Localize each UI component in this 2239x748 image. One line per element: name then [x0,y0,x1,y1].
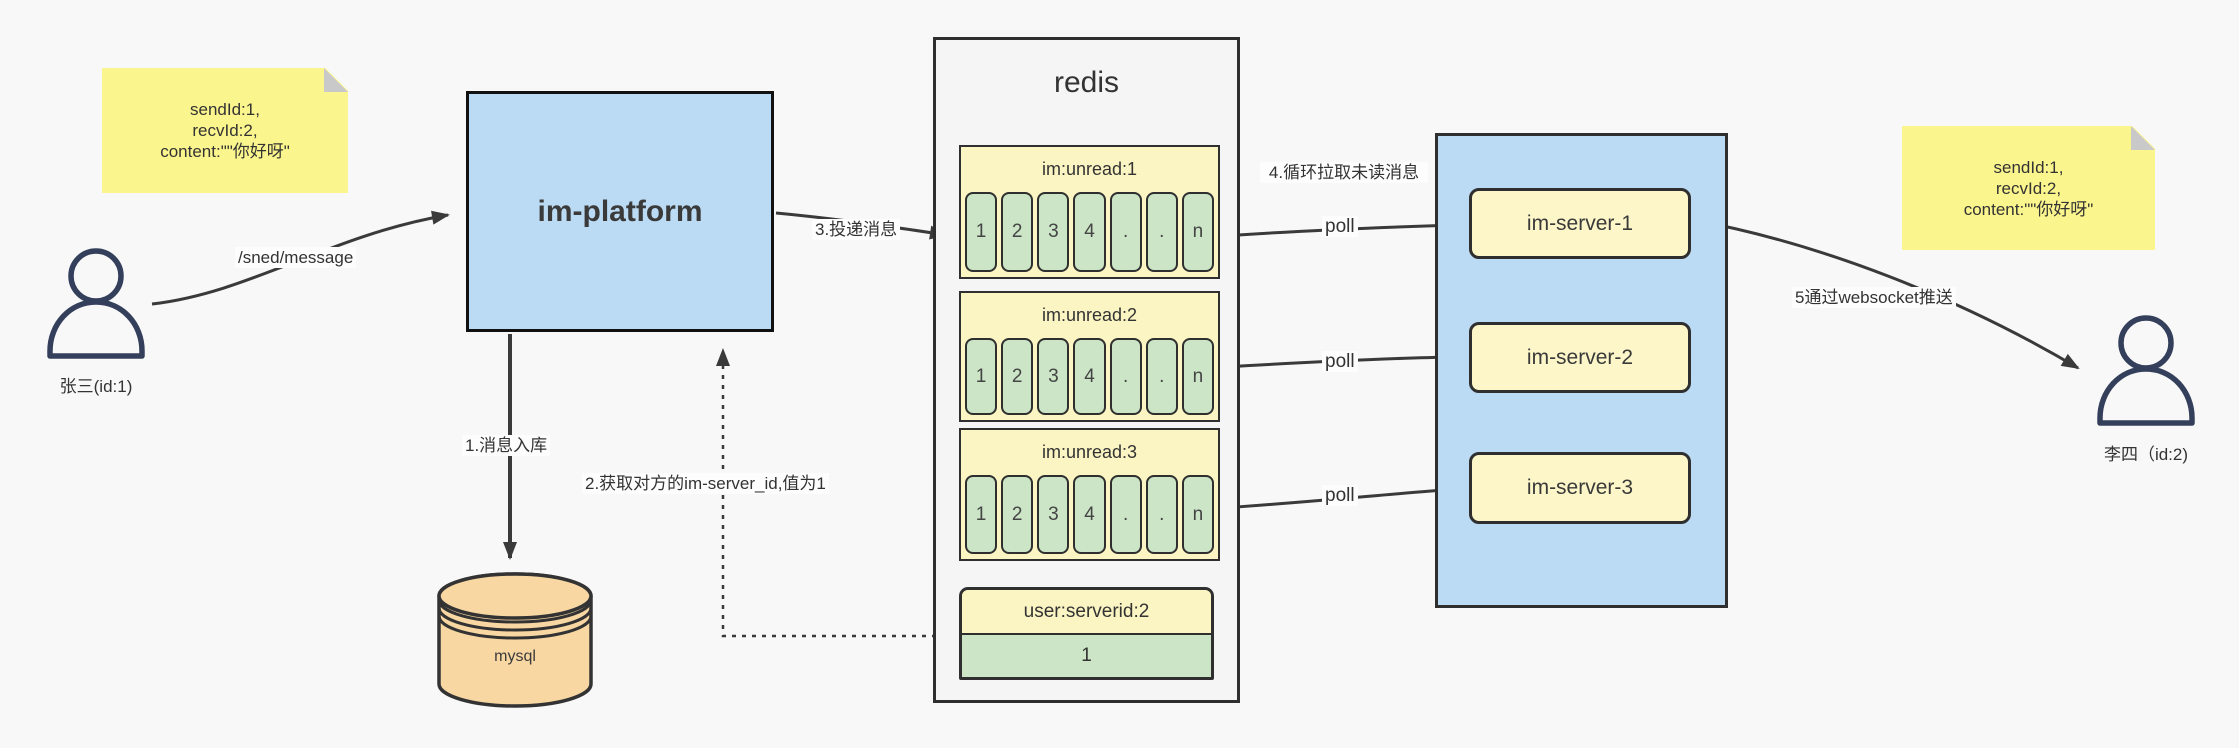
queue-cell: 2 [1001,338,1034,415]
note-line: recvId:2, [1995,178,2062,198]
redis-title: redis [1053,66,1120,99]
note-line: sendId:1, [1993,157,2064,177]
unread-queue-2: im:unread:2 1 2 3 4 . . n [959,291,1220,422]
step5-label: 5通过websocket推送 [1792,287,1956,308]
queue-title: im:unread:3 [1041,441,1138,462]
step2-label: 2.获取对方的im-server_id,值为1 [582,473,829,494]
queue-cell: 1 [965,475,998,554]
queue-cell: n [1181,338,1214,415]
queue-title: im:unread:1 [1041,158,1138,179]
user-serverid-value: 1 [1081,645,1092,666]
queue-cell: 1 [965,338,998,415]
unread-queue-3: im:unread:3 1 2 3 4 . . n [959,428,1220,561]
queue-cell: 4 [1073,192,1106,272]
note-fold-icon [324,68,348,92]
receiver-user-icon [2097,315,2195,426]
mysql-label: mysql [494,648,536,665]
im-platform-box: im-platform [466,91,774,332]
note-line: content:""你好呀" [1963,199,2094,219]
im-platform-label: im-platform [537,194,703,228]
queue-cell: 2 [1001,475,1034,554]
send-api-label: /sned/message [235,247,357,268]
step1-label: 1.消息入库 [462,435,551,456]
queue-cell: . [1109,475,1142,554]
queue-cell: 4 [1073,338,1106,415]
queue-cell: . [1145,475,1178,554]
queue-cell: 2 [1001,192,1034,272]
im-server-1-label: im-server-1 [1526,211,1634,235]
note-line: sendId:1, [190,100,260,119]
queue-cell: 4 [1073,475,1106,554]
mysql-database-icon [437,572,593,708]
queue-cell: . [1109,338,1142,415]
im-server-3-box: im-server-3 [1469,452,1691,524]
queue-title: im:unread:2 [1041,304,1138,325]
queue-cell: 3 [1037,475,1070,554]
poll-label-2: poll [1322,351,1358,372]
poll-label-1: poll [1322,216,1358,237]
queue-cell: 1 [965,192,998,272]
im-server-2-label: im-server-2 [1526,345,1634,369]
step4-label: 4.循环拉取未读消息 [1260,162,1428,183]
im-server-1-box: im-server-1 [1469,188,1691,259]
note-line: content:""你好呀" [160,142,290,161]
note-fold-icon [2131,126,2155,150]
sticky-note-left: sendId:1, recvId:2, content:""你好呀" [102,68,348,193]
unread-queue-1: im:unread:1 1 2 3 4 . . n [959,145,1220,279]
queue-cells: 1 2 3 4 . . n [965,475,1214,554]
step3-label: 3.投递消息 [812,219,901,240]
queue-cell: 3 [1037,338,1070,415]
poll-label-3: poll [1322,485,1358,506]
queue-cell: n [1181,192,1214,272]
queue-cell: . [1145,192,1178,272]
sender-user-icon [47,248,145,359]
queue-cells: 1 2 3 4 . . n [965,192,1214,272]
queue-cells: 1 2 3 4 . . n [965,338,1214,415]
receiver-user-label: 李四（id:2) [2103,445,2189,464]
im-server-3-label: im-server-3 [1526,476,1634,499]
im-server-2-box: im-server-2 [1469,322,1691,393]
user-serverid-block: user:serverid:2 1 [959,587,1214,680]
note-line: recvId:2, [192,121,258,140]
queue-cell: . [1145,338,1178,415]
queue-cell: n [1181,475,1214,554]
queue-cell: 3 [1037,192,1070,272]
sticky-note-right: sendId:1, recvId:2, content:""你好呀" [1902,126,2155,250]
queue-cell: . [1109,192,1142,272]
sender-user-label: 张三(id:1) [59,377,133,396]
user-serverid-title: user:serverid:2 [962,590,1211,635]
